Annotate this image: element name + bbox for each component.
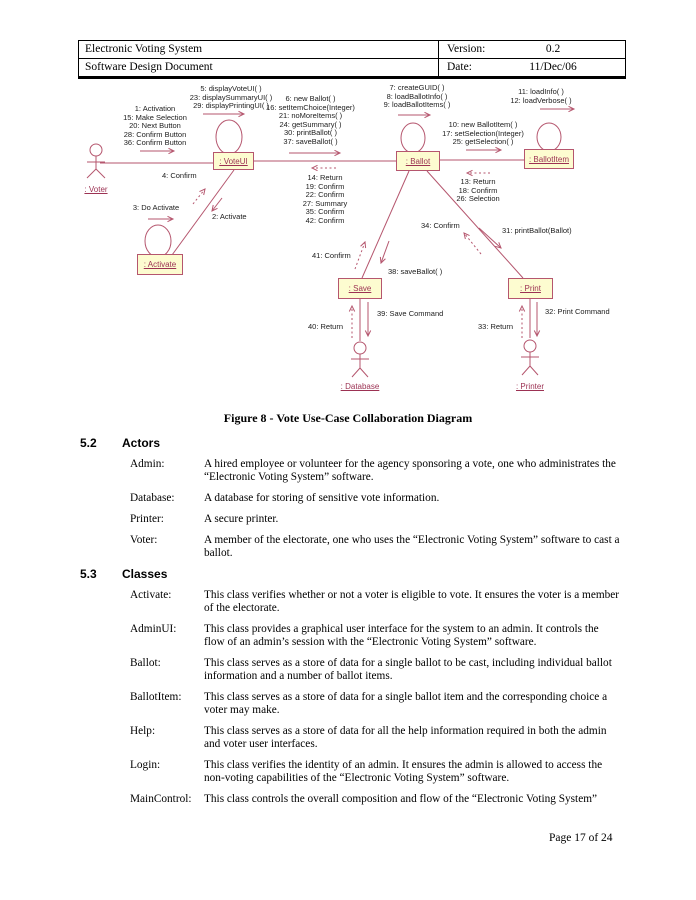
message-ballot-to-voteui-returns: 14: Return 19: Confirm 22: Confirm 27: S… — [302, 173, 348, 225]
database-actor-icon — [351, 341, 369, 378]
entry-term: Printer: — [130, 513, 164, 525]
printer-actor-icon — [521, 339, 539, 376]
message-voteui-self: 5: displayVoteUI( ) 23: displaySummaryUI… — [189, 84, 273, 110]
message-database-to-save-return: 40: Return — [308, 322, 344, 331]
section-classes-heading: 5.3 Classes — [80, 568, 622, 581]
message-arrows — [140, 105, 576, 338]
diagram-connectors — [86, 105, 576, 378]
entry-term: Ballot: — [130, 657, 161, 669]
message-print-to-printer: 32: Print Command — [545, 307, 610, 316]
entry-term: BallotItem: — [130, 691, 182, 703]
entry-definition: This class verifies the identity of an a… — [204, 759, 603, 784]
entry-term: AdminUI: — [130, 623, 177, 635]
definition-entry: Activate: This class verifies whether or… — [130, 589, 622, 615]
entry-definition: This class serves as a store of data for… — [204, 691, 608, 716]
message-ballotitem-to-ballot-returns: 13: Return 18: Confirm 26: Selection — [456, 177, 500, 203]
section-number: 5.2 — [80, 436, 97, 450]
entry-definition: A secure printer. — [204, 513, 279, 525]
object-ballot-label: : Ballot — [405, 156, 431, 166]
object-ballot: : Ballot — [396, 151, 440, 171]
message-save-to-database: 39: Save Command — [377, 309, 444, 318]
message-ballot-to-ballotitem: 10: new BallotItem( ) 17: setSelection(I… — [442, 120, 524, 146]
message-print-to-ballot-return: 34: Confirm — [421, 221, 460, 230]
object-save-label: : Save — [348, 284, 372, 293]
entry-term: Activate: — [130, 589, 172, 601]
entry-term: Voter: — [130, 534, 158, 546]
section-title: Actors — [122, 436, 161, 450]
printer-actor-label: : Printer — [515, 382, 544, 391]
voter-actor-icon — [86, 143, 106, 179]
entry-definition: A hired employee or volunteer for the ag… — [204, 458, 616, 483]
entry-definition: This class controls the overall composit… — [204, 793, 598, 805]
section-actors: 5.2 Actors Admin: A hired employee or vo… — [80, 437, 622, 560]
voter-actor-label: : Voter — [84, 185, 108, 194]
entry-definition: A database for storing of sensitive vote… — [204, 492, 440, 504]
object-activate: : Activate — [137, 254, 183, 275]
version-value: 0.2 — [545, 43, 561, 55]
date-label: Date: — [447, 61, 472, 73]
definition-entry: Ballot: This class serves as a store of … — [130, 657, 622, 683]
object-links — [100, 159, 531, 341]
definition-entry: BallotItem: This class serves as a store… — [130, 691, 622, 717]
document-title: Electronic Voting System — [79, 41, 439, 58]
object-voteui: : VoteUI — [213, 152, 254, 170]
message-printer-to-print-return: 33: Return — [478, 322, 514, 331]
message-voteui-to-ballot: 6: new Ballot( ) 16: setItemChoice(Integ… — [266, 94, 355, 146]
return-message-arrows — [192, 164, 526, 338]
entry-term: Login: — [130, 759, 161, 771]
date-value: 11/Dec/06 — [529, 61, 577, 73]
entry-definition: A member of the electorate, one who uses… — [204, 534, 620, 559]
document-header-table: Electronic Voting System Version: 0.2 So… — [78, 40, 626, 79]
section-title: Classes — [122, 567, 168, 581]
collaboration-diagram: : VoteUI : Ballot : BallotItem : Activat… — [0, 80, 696, 410]
message-activate-to-voteui-return: 4: Confirm — [162, 171, 197, 180]
definition-entry: Printer: A secure printer. — [130, 513, 622, 526]
definition-entry: Help: This class serves as a store of da… — [130, 725, 622, 751]
message-ballot-to-print: 31: printBallot(Ballot) — [502, 226, 572, 235]
figure-caption: Figure 8 - Vote Use-Case Collaboration D… — [223, 411, 473, 425]
message-voteui-to-activate: 2: Activate — [212, 212, 247, 221]
object-voteui-label: : VoteUI — [219, 156, 248, 166]
database-actor-label: : Database — [340, 382, 380, 391]
section-actors-heading: 5.2 Actors — [80, 437, 622, 450]
message-activate-self: 3: Do Activate — [132, 203, 180, 212]
definition-entry: Voter: A member of the electorate, one w… — [130, 534, 622, 560]
page-number: Page 17 of 24 — [549, 832, 613, 844]
header-row-title: Electronic Voting System Version: 0.2 — [79, 41, 625, 58]
definition-entry: Login: This class verifies the identity … — [130, 759, 622, 785]
document-body: 5.2 Actors Admin: A hired employee or vo… — [80, 437, 622, 814]
definition-entry: Database: A database for storing of sens… — [130, 492, 622, 505]
definition-entry: MainControl: This class controls the ove… — [130, 793, 622, 806]
header-row-subtitle: Software Design Document Date: 11/Dec/06 — [79, 58, 625, 76]
entry-definition: This class provides a graphical user int… — [204, 623, 599, 648]
object-ballotitem-label: : BallotItem — [528, 154, 569, 164]
object-save: : Save — [338, 278, 382, 299]
definition-entry: Admin: A hired employee or volunteer for… — [130, 458, 622, 484]
object-print: : Print — [508, 278, 553, 299]
object-activate-label: : Activate — [143, 260, 177, 269]
message-ballot-self: 7: createGUID( ) 8: loadBallotInfo( ) 9:… — [383, 83, 451, 109]
section-classes: 5.3 Classes Activate: This class verifie… — [80, 568, 622, 806]
entry-definition: This class serves as a store of data for… — [204, 725, 607, 750]
object-print-label: : Print — [520, 284, 541, 293]
object-ballotitem: : BallotItem — [524, 149, 574, 169]
entry-definition: This class verifies whether or not a vot… — [204, 589, 620, 614]
entry-term: MainControl: — [130, 793, 192, 805]
entry-term: Help: — [130, 725, 156, 737]
entry-term: Admin: — [130, 458, 165, 470]
definition-entry: AdminUI: This class provides a graphical… — [130, 623, 622, 649]
message-save-to-ballot-return: 41: Confirm — [312, 251, 351, 260]
section-number: 5.3 — [80, 567, 97, 581]
document-subtitle: Software Design Document — [79, 59, 439, 76]
message-ballotitem-self: 11: loadInfo( ) 12: loadVerbose( ) — [510, 87, 572, 105]
entry-term: Database: — [130, 492, 175, 504]
message-ballot-to-save: 38: saveBallot( ) — [388, 267, 443, 276]
entry-definition: This class serves as a store of data for… — [204, 657, 612, 682]
message-voter-to-voteui: 1: Activation 15: Make Selection 20: Nex… — [123, 104, 187, 147]
version-label: Version: — [447, 43, 486, 55]
